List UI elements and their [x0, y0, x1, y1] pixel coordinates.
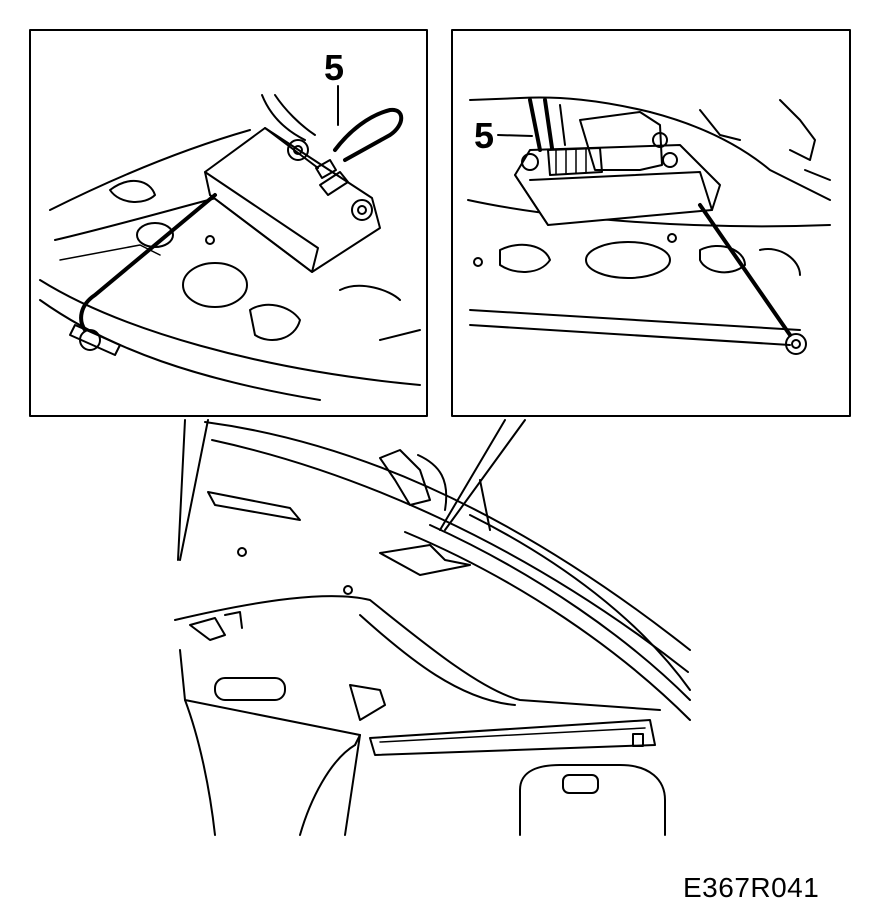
figure-reference-code: E367R041: [683, 872, 820, 903]
right-callout-number: 5: [474, 115, 494, 156]
main-view-trunk-interior: [174, 419, 691, 836]
left-callout-number: 5: [324, 47, 344, 88]
left-detail-inset: 5: [29, 29, 428, 417]
right-detail-inset: 5: [451, 29, 851, 417]
